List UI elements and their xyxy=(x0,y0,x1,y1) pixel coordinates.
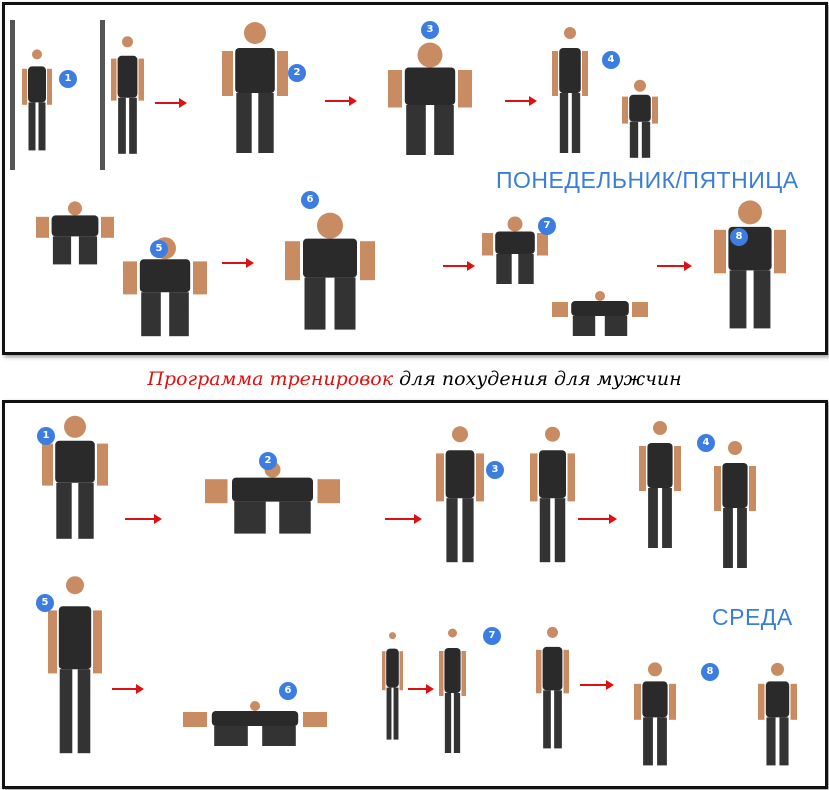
exercise-figure xyxy=(123,237,207,337)
panel2-step-badge-3: 3 xyxy=(486,461,504,479)
panel2-step-badge-6: 6 xyxy=(279,682,297,700)
panel1-step-badge-1: 1 xyxy=(59,70,77,88)
exercise-figure xyxy=(552,291,648,336)
arrow-right-icon xyxy=(155,98,187,108)
exercise-figure xyxy=(552,27,588,153)
wall xyxy=(10,20,15,170)
panel2-step-badge-7: 7 xyxy=(483,627,501,645)
exercise-figure xyxy=(205,461,340,534)
panel1-step-badge-4: 4 xyxy=(602,51,620,69)
exercise-figure xyxy=(48,576,102,754)
exercise-figure xyxy=(530,426,575,563)
exercise-figure xyxy=(22,49,52,151)
exercise-figure xyxy=(436,426,484,563)
exercise-figure xyxy=(382,632,403,740)
arrow-right-icon xyxy=(578,514,617,524)
exercise-figure xyxy=(482,216,548,284)
arrow-right-icon xyxy=(112,684,144,694)
exercise-figure xyxy=(285,212,375,330)
day-label-wednesday: СРЕДА xyxy=(712,604,793,630)
panel1-step-badge-6: 6 xyxy=(301,191,319,209)
exercise-figure xyxy=(714,441,756,568)
arrow-right-icon xyxy=(222,258,254,268)
panel1-step-badge-2: 2 xyxy=(288,64,306,82)
arrow-right-icon xyxy=(443,261,475,271)
panel2-step-badge-4: 4 xyxy=(697,434,715,452)
exercise-figure xyxy=(639,421,681,548)
caption-rest: для похудения для мужчин xyxy=(393,368,682,390)
wall xyxy=(100,20,105,170)
exercise-figure xyxy=(222,22,288,153)
panel1-step-badge-5: 5 xyxy=(150,240,168,258)
arrow-right-icon xyxy=(125,514,162,524)
exercise-figure xyxy=(622,79,658,158)
exercise-figure xyxy=(42,415,108,539)
panel1-step-badge-7: 7 xyxy=(538,217,556,235)
arrow-right-icon xyxy=(408,684,434,694)
exercise-figure xyxy=(758,662,797,766)
arrow-right-icon xyxy=(385,514,422,524)
panel1-step-badge-3: 3 xyxy=(421,21,439,39)
exercise-figure xyxy=(183,701,327,746)
day-label-monday-friday: ПОНЕДЕЛЬНИК/ПЯТНИЦА xyxy=(496,167,799,193)
caption-highlight: Программа тренировок xyxy=(147,368,394,390)
panel2-step-badge-5: 5 xyxy=(36,594,54,612)
arrow-right-icon xyxy=(505,96,537,106)
page-caption: Программа тренировок для похудения для м… xyxy=(0,368,829,390)
exercise-figure xyxy=(634,662,676,766)
exercise-figure xyxy=(714,200,786,329)
arrow-right-icon xyxy=(325,96,357,106)
panel2-step-badge-8: 8 xyxy=(701,663,719,681)
exercise-figure xyxy=(439,628,466,753)
exercise-figure xyxy=(36,201,114,265)
arrow-right-icon xyxy=(580,680,614,690)
panel1-step-badge-8: 8 xyxy=(730,228,748,246)
exercise-figure xyxy=(536,626,569,749)
panel2-step-badge-2: 2 xyxy=(259,452,277,470)
panel2-step-badge-1: 1 xyxy=(37,427,55,445)
exercise-figure xyxy=(388,42,472,155)
arrow-right-icon xyxy=(657,261,692,271)
exercise-figure xyxy=(111,36,144,154)
wednesday-panel xyxy=(2,400,828,789)
